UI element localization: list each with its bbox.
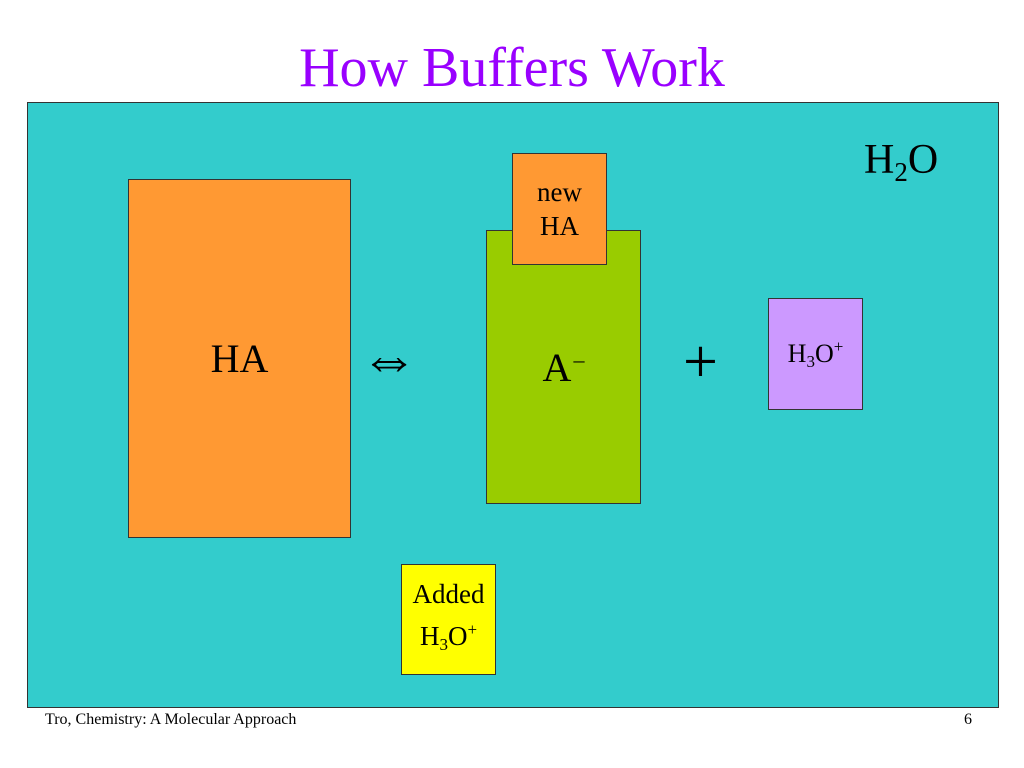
a-minus-box: A– (486, 230, 641, 504)
water-h: H (864, 137, 895, 183)
h3o-h: H (787, 338, 807, 368)
added-charge: + (467, 620, 478, 639)
new-ha-line1: new (537, 177, 582, 207)
added-subscript: 3 (439, 635, 448, 654)
added-h3o-box: Added H3O+ (401, 564, 496, 675)
added-line2: H3O+ (413, 612, 485, 662)
slide-title: How Buffers Work (299, 37, 725, 99)
added-o: O (447, 621, 468, 651)
added-h: H (419, 621, 440, 651)
added-line1: Added (412, 579, 485, 609)
new-ha-label: new HA (537, 175, 582, 243)
footer-source: Tro, Chemistry: A Molecular Approach (45, 711, 297, 728)
ha-label: HA (210, 336, 269, 381)
plus-symbol: + (683, 328, 718, 396)
water-label: H2O (864, 136, 938, 196)
h3o-o: O (814, 338, 834, 368)
a-minus-letter: A (542, 344, 572, 390)
h3o-box: H3O+ (768, 298, 863, 410)
water-o: O (907, 137, 939, 183)
h3o-charge: + (833, 336, 844, 356)
new-ha-line2: HA (539, 211, 579, 241)
page-number: 6 (964, 711, 972, 728)
added-h3o-label: Added H3O+ (413, 577, 485, 662)
ha-box: HA (128, 179, 351, 538)
equilibrium-arrow-icon: ⇔ (360, 326, 418, 391)
h3o-subscript: 3 (806, 351, 815, 371)
a-minus-label: A– (543, 344, 585, 391)
h3o-label: H3O+ (788, 337, 844, 372)
a-minus-charge: – (573, 346, 585, 372)
water-subscript: 2 (894, 157, 908, 187)
new-ha-box: new HA (512, 153, 607, 265)
